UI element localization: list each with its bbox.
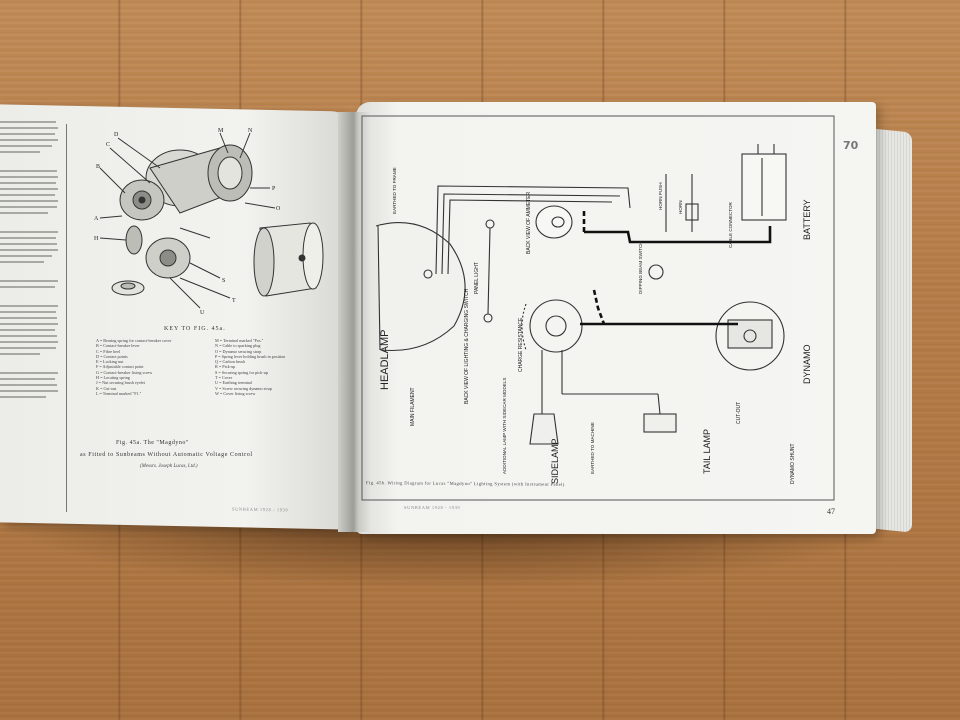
dynamo-shunt-label: DYNAMO SHUNT: [790, 443, 796, 484]
tail-lamp-label: TAIL LAMP: [702, 429, 712, 474]
main-filament-label: MAIN FILAMENT: [410, 387, 416, 426]
key-item: F = Adjustable contact point: [96, 364, 144, 370]
lighting-switch-label: BACK VIEW OF LIGHTING & CHARGING SWITCH: [464, 288, 470, 404]
key-title: KEY TO FIG. 45a.: [164, 326, 226, 332]
sidelamp-label: SIDELAMP: [550, 438, 560, 484]
key-item: V = Screw securing dynamo strap: [215, 385, 272, 391]
key-list: A = Bearing spring for contact-breaker c…: [96, 338, 326, 396]
key-item: C = Fibre heel: [96, 348, 121, 354]
key-item: D = Contact points: [96, 353, 128, 359]
battery-label: BATTERY: [802, 199, 812, 240]
figure-caption-sub: as Fitted to Sunbeams Without Automatic …: [80, 452, 253, 458]
earthed-machine-label: EARTHED TO MACHINE: [590, 422, 595, 474]
dynamo-label: DYNAMO: [802, 344, 812, 384]
earthed-frame-label: EARTHED TO FRAME: [392, 167, 397, 214]
key-item: N = Cable to sparking plug: [215, 343, 261, 349]
key-item: J = Nut securing brush eyelet: [96, 380, 145, 386]
svg-text:D: D: [114, 132, 119, 138]
key-item: S = Securing spring for pick-up: [215, 369, 268, 375]
svg-text:P: P: [272, 186, 276, 192]
headlamp-label: HEADLAMP: [379, 329, 391, 390]
magdyno-illustration: CD B A H M N P O S T U: [94, 128, 324, 316]
key-item: G = Contact-breaker fixing screw: [96, 369, 153, 375]
svg-text:M: M: [218, 128, 224, 134]
svg-text:S: S: [222, 278, 225, 284]
svg-text:N: N: [248, 128, 253, 134]
key-item: L = Terminal marked "F1.": [96, 390, 142, 396]
key-item: H = Locating spring: [96, 375, 130, 381]
horn-push-label: HORN PUSH: [658, 182, 663, 210]
key-item: U = Earthing terminal: [215, 380, 252, 386]
key-item: T = Cover: [215, 375, 233, 381]
figure-credit: (Messrs. Joseph Lucas, Ltd.): [140, 464, 198, 469]
key-item: B = Contact-breaker lever: [96, 343, 140, 349]
svg-text:C: C: [106, 142, 110, 148]
svg-text:B: B: [96, 164, 100, 170]
key-item: O = Dynamo securing strap: [215, 348, 262, 354]
dipping-beam-label: DIPPING BEAM SWITCH: [638, 241, 643, 294]
key-item: M = Terminal marked "Pos.": [215, 338, 264, 343]
figure-caption: Fig. 45a. The "Magdyno": [116, 440, 189, 446]
right-page-footer: SUNBEAM 1928 - 1939: [404, 505, 461, 510]
key-item: W = Cover fixing screw: [215, 390, 256, 396]
additional-lamp-label: ADDITIONAL LAMP WITH SIDECAR MODELS: [502, 378, 507, 474]
left-page-footer: SUNBEAM 1928 - 1939: [231, 506, 289, 513]
key-item: R = Pick-up: [215, 364, 236, 370]
key-item: Q = Carbon brush: [215, 359, 246, 365]
svg-text:O: O: [276, 206, 281, 212]
wiring-diagram: HEADLAMP MAIN FILAMENT BACK VIEW OF LIGH…: [361, 115, 835, 501]
pencil-page-mark: 70: [843, 139, 859, 152]
page-number: 47: [827, 507, 835, 516]
book-gutter: [338, 112, 372, 532]
column-rule: [66, 124, 67, 512]
svg-text:T: T: [232, 298, 236, 304]
left-text-column: [0, 118, 62, 508]
panel-light-label: PANEL LIGHT: [474, 262, 480, 294]
key-item: E = Locking nut: [96, 359, 124, 365]
key-item: K = Cut-out: [96, 385, 117, 391]
horn-label: HORN: [678, 200, 683, 214]
cut-out-label: CUT-OUT: [736, 402, 742, 424]
svg-text:U: U: [200, 310, 205, 316]
cable-connector-label: CABLE CONNECTOR: [728, 201, 733, 248]
charge-resistance-label: CHARGE RESISTANCE: [518, 317, 524, 372]
svg-text:A: A: [94, 216, 99, 222]
key-item: A = Bearing spring for contact-breaker c…: [96, 338, 172, 343]
key-item: P = Spring lever holding brush in positi…: [215, 353, 286, 359]
svg-text:H: H: [94, 236, 99, 242]
ammeter-label: BACK VIEW OF AMMETER: [526, 191, 532, 254]
